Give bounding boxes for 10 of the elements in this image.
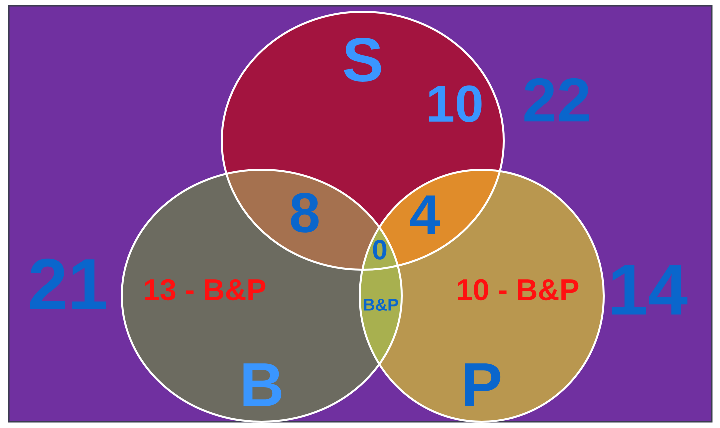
count-label: 8 — [291, 193, 319, 233]
count-label: 10 — [429, 86, 482, 122]
count-label: 21 — [30, 258, 106, 310]
count-label: 13 - B&P — [145, 279, 266, 301]
count-label: 10 - B&P — [458, 279, 579, 301]
count-label: 4 — [410, 196, 440, 234]
count-label: 0 — [373, 240, 387, 260]
count-label: 14 — [612, 265, 688, 315]
count-label: 22 — [524, 78, 589, 122]
count-label: B&P — [364, 299, 398, 311]
